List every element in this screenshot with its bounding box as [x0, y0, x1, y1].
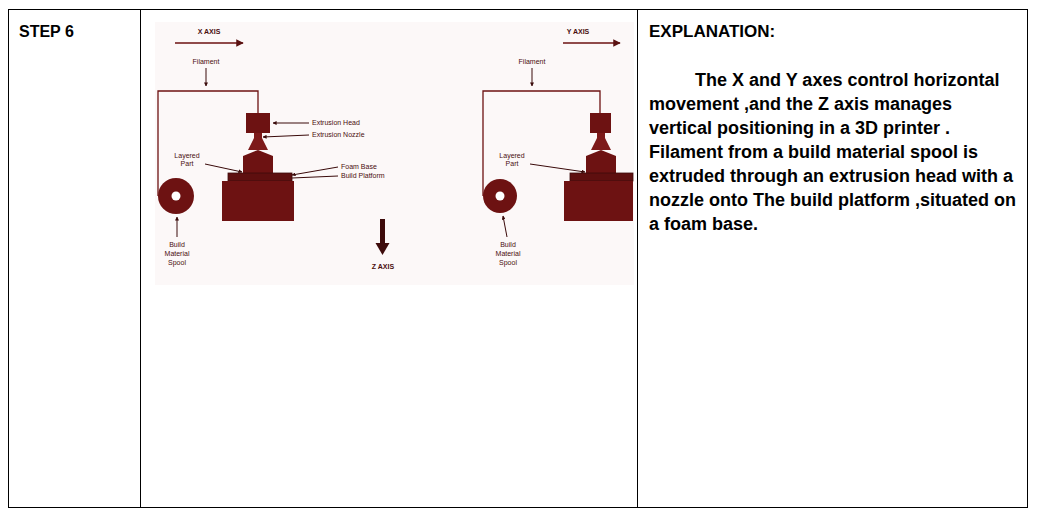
label-holder: Layered Part — [495, 152, 529, 168]
label-holder: Filament — [512, 58, 552, 66]
build-platform — [570, 173, 633, 181]
foam-base — [222, 181, 294, 221]
spool-hub — [496, 192, 505, 201]
z-axis-arrow — [380, 219, 385, 243]
label-holder: X AXIS — [189, 28, 229, 36]
label-holder: Layered Part — [170, 152, 204, 168]
label-holder: Y AXIS — [558, 28, 598, 36]
axis-label: X AXIS — [189, 28, 229, 36]
explanation-cell: EXPLANATION: The X and Y axes control hor… — [637, 9, 1028, 508]
part-label: Filament — [512, 58, 552, 66]
part-label: Build Material Spool — [160, 240, 194, 267]
part-label: Extrusion Nozzle — [312, 131, 382, 139]
part-label: Layered Part — [170, 152, 204, 168]
leader-line — [205, 164, 242, 172]
part-label: Layered Part — [495, 152, 529, 168]
leader-line — [273, 123, 309, 124]
table-frame — [9, 10, 1028, 508]
leader-line — [292, 167, 338, 175]
extrusion-nozzle — [591, 133, 611, 150]
leader-line — [532, 68, 533, 86]
spool-hub — [172, 192, 181, 201]
part-label: Build Material Spool — [491, 240, 525, 267]
label-holder: Foam Base — [341, 163, 401, 171]
extrusion-head — [590, 113, 611, 133]
part-label: Foam Base — [341, 163, 401, 171]
leader-line — [530, 164, 585, 172]
part-label: Build Platform — [341, 172, 401, 180]
spool — [158, 178, 194, 214]
leader-line — [206, 68, 207, 86]
axis-arrow — [175, 42, 243, 44]
spool — [483, 179, 517, 213]
label-holder: Build Material Spool — [160, 240, 194, 267]
part-label: Extrusion Head — [312, 119, 382, 127]
build-platform — [228, 173, 292, 181]
z-axis-arrow — [376, 243, 390, 255]
layered-part — [586, 150, 616, 176]
leader-line — [292, 176, 338, 178]
axis-arrow — [563, 42, 620, 44]
axis-label: Z AXIS — [363, 263, 403, 271]
label-holder: Extrusion Nozzle — [312, 131, 382, 139]
foam-base — [564, 181, 633, 221]
explanation-text: The X and Y axes control horizontal move… — [649, 68, 1016, 236]
axis-label: Y AXIS — [558, 28, 598, 36]
layered-part — [243, 150, 273, 176]
label-holder: Filament — [186, 58, 226, 66]
leader-line — [177, 217, 178, 237]
leader-line — [263, 135, 309, 137]
extrusion-head — [246, 113, 270, 133]
label-holder: Extrusion Head — [312, 119, 382, 127]
label-holder: Build Platform — [341, 172, 401, 180]
section-heading: EXPLANATION: — [649, 22, 1016, 42]
extrusion-nozzle — [248, 133, 268, 150]
step-cell: STEP 6 — [8, 9, 141, 508]
part-label: Filament — [186, 58, 226, 66]
image-ground — [155, 22, 634, 285]
label-holder: Z AXIS — [363, 263, 403, 271]
leader-line — [503, 216, 507, 237]
label-holder: Build Material Spool — [491, 240, 525, 267]
step-heading: STEP 6 — [19, 22, 130, 42]
